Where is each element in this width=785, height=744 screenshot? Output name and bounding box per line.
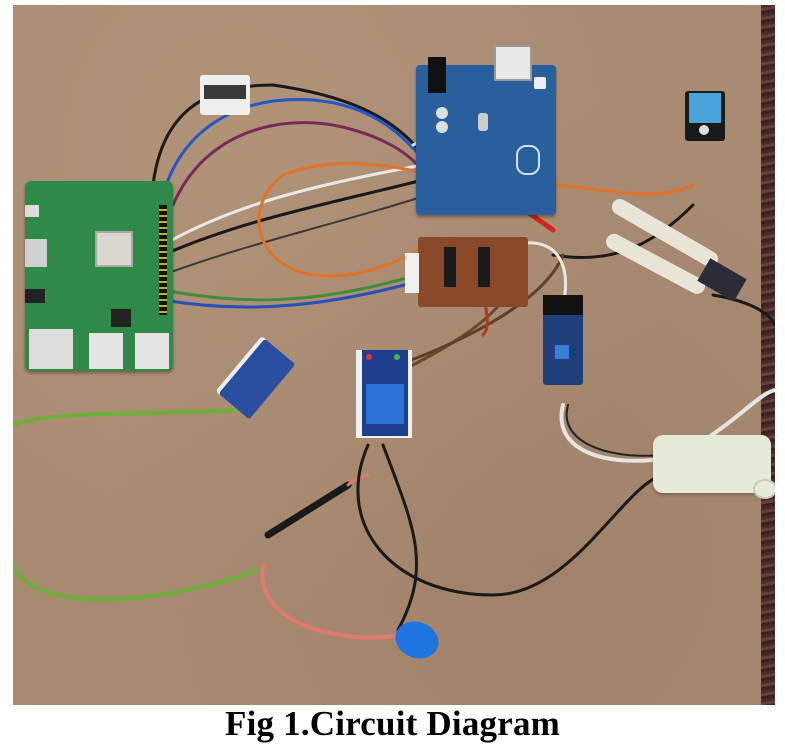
pi-gpio-header	[159, 205, 167, 315]
arduino-power-jack	[428, 57, 446, 93]
arduino-uno-board	[416, 45, 556, 215]
pi-usb-port-2	[135, 333, 169, 369]
pi-soc-chip	[95, 231, 133, 267]
pi-ethernet-port	[29, 329, 73, 369]
arduino-logo	[516, 145, 540, 175]
wire-black-pump	[356, 443, 665, 597]
wire-green-yellow-bottom	[13, 563, 260, 602]
pi-audio-jack	[25, 289, 45, 303]
wire-green-yellow-top	[13, 408, 240, 427]
carpet-edge	[761, 5, 775, 705]
water-pump	[653, 435, 775, 499]
pcb-perfboard	[418, 237, 528, 307]
adc-module	[200, 75, 250, 115]
pi-usb-power	[25, 205, 39, 217]
dht11-sensor	[685, 91, 725, 141]
pcb-tape	[405, 253, 419, 293]
wire-orange-loop	[257, 173, 420, 278]
circuit-photo	[13, 5, 775, 705]
relay-module	[356, 350, 412, 438]
sensor-module-right	[543, 295, 583, 385]
raspberry-pi-board	[25, 181, 173, 371]
wire-black-relay	[381, 443, 418, 632]
arduino-reset-button	[534, 77, 546, 89]
pi-cpu-chip	[111, 309, 131, 327]
pi-hdmi-port	[25, 239, 47, 267]
arduino-usb-port	[494, 45, 532, 81]
arduino-capacitor-2	[436, 121, 448, 133]
arduino-capacitor-1	[436, 107, 448, 119]
arduino-crystal	[478, 113, 488, 131]
wire-red-buzzer	[260, 563, 405, 640]
pi-usb-port-1	[89, 333, 123, 369]
wire-black-sleeve	[264, 481, 352, 539]
figure-caption: Fig 1.Circuit Diagram	[224, 704, 561, 743]
